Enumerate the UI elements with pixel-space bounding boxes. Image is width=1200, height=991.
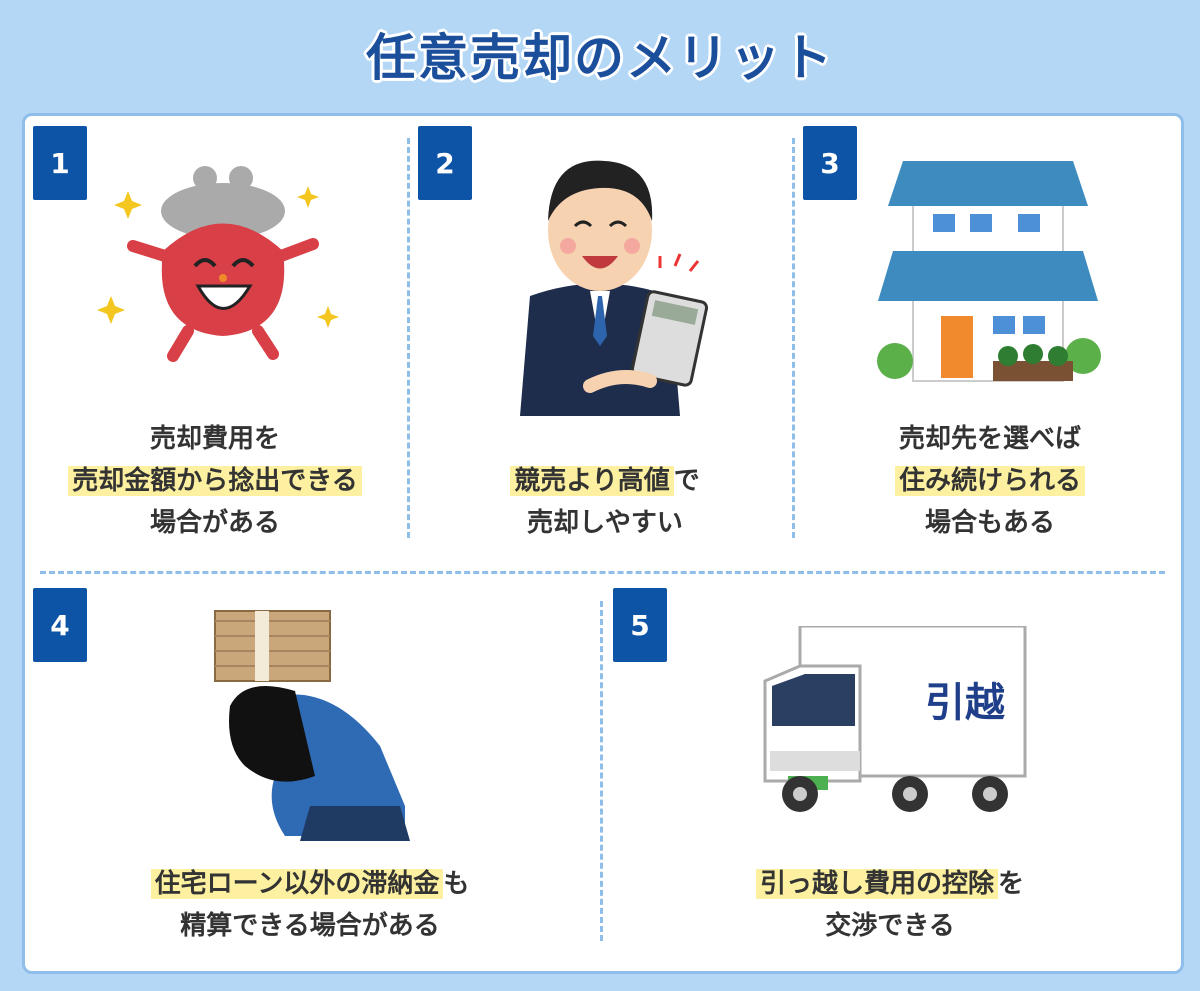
truck-label: 引越	[925, 680, 1005, 726]
caption-highlight: 住み続けられる	[894, 466, 1085, 496]
house-icon	[877, 161, 1101, 382]
caption-2: 競売より高値で 売却しやすい	[420, 460, 790, 544]
caption-4: 住宅ローン以外の滞納金も 精算できる場合がある	[30, 863, 590, 947]
caption-1: 売却費用を 売却金額から捻出できる 場合がある	[30, 418, 400, 544]
merits-panel: 1 売却費用を 売却金額から捻出できる 場合がある 2 競売より	[22, 113, 1184, 974]
caption-3: 売却先を選べば 住み続けられる 場合もある	[805, 418, 1175, 544]
caption-5: 引っ越し費用の控除を 交渉できる	[610, 863, 1170, 947]
number-badge-4: 4	[33, 588, 87, 662]
divider	[407, 138, 410, 538]
happy-wallet-icon	[97, 166, 339, 362]
businessman-calculator-icon	[520, 160, 709, 416]
number-badge-3: 3	[803, 126, 857, 200]
divider	[792, 138, 795, 538]
caption-highlight: 住宅ローン以外の滞納金	[150, 869, 444, 899]
caption-line: 売却先を選べば	[898, 424, 1081, 454]
caption-line: を	[998, 869, 1025, 899]
caption-line: 交渉できる	[825, 911, 955, 941]
caption-line: 売却費用を	[149, 424, 280, 454]
caption-line: 場合がある	[149, 508, 280, 538]
moving-truck-icon: 引越	[763, 626, 1027, 812]
caption-highlight: 競売より高値	[510, 466, 674, 496]
divider	[40, 571, 1165, 574]
number-badge-1: 1	[33, 126, 87, 200]
caption-line: 売却しやすい	[527, 508, 683, 538]
caption-highlight: 売却金額から捻出できる	[68, 466, 362, 496]
number-badge-5: 5	[613, 588, 667, 662]
caption-line: で	[673, 466, 700, 496]
number-badge-2: 2	[418, 126, 472, 200]
divider	[600, 601, 603, 941]
page-title: 任意売却のメリット	[366, 29, 834, 87]
caption-line: も	[443, 869, 470, 899]
caption-line: 場合もある	[924, 508, 1055, 538]
caption-highlight: 引っ越し費用の控除	[755, 869, 998, 899]
person-under-money-icon	[214, 610, 410, 841]
caption-line: 精算できる場合がある	[180, 911, 440, 941]
